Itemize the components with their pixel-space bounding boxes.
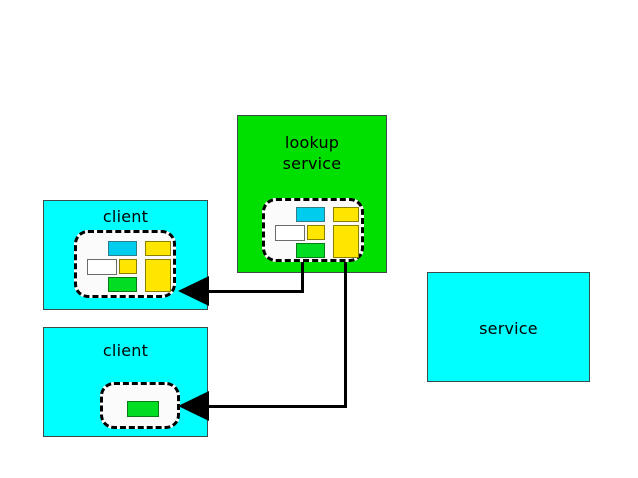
arrowhead-client-bottom (178, 391, 209, 421)
chip-yellow-top (333, 207, 359, 222)
chip-yellow-tall (145, 259, 171, 292)
chip-white-wide (87, 259, 117, 275)
chip-green-single (127, 401, 159, 417)
node-lookup-service-label: lookup service (282, 133, 342, 173)
chip-cyan-top (296, 207, 325, 222)
arrowhead-client-top (178, 276, 209, 306)
connector-lookup-to-client-top-horizontal (198, 290, 302, 293)
client-top-inner-container[interactable] (74, 230, 176, 298)
chip-yellow-small (307, 225, 325, 240)
chip-white-wide (275, 225, 305, 241)
chip-yellow-small (119, 259, 137, 274)
chip-cyan-top (108, 241, 137, 256)
connector-lookup-to-client-bottom-horizontal (198, 405, 347, 408)
connector-lookup-to-client-top-vertical (301, 262, 304, 293)
node-client-bottom-label: client (102, 341, 149, 360)
chip-green-bottom (108, 277, 137, 292)
client-bottom-inner-container[interactable] (100, 382, 180, 429)
chip-yellow-tall (333, 225, 359, 258)
lookup-service-inner-container[interactable] (262, 198, 364, 262)
node-client-top-label: client (102, 207, 149, 226)
node-service[interactable]: service (427, 272, 590, 382)
node-service-label: service (479, 319, 538, 338)
chip-green-bottom (296, 243, 325, 258)
connector-lookup-to-client-bottom-vertical (344, 262, 347, 408)
chip-yellow-top (145, 241, 171, 256)
